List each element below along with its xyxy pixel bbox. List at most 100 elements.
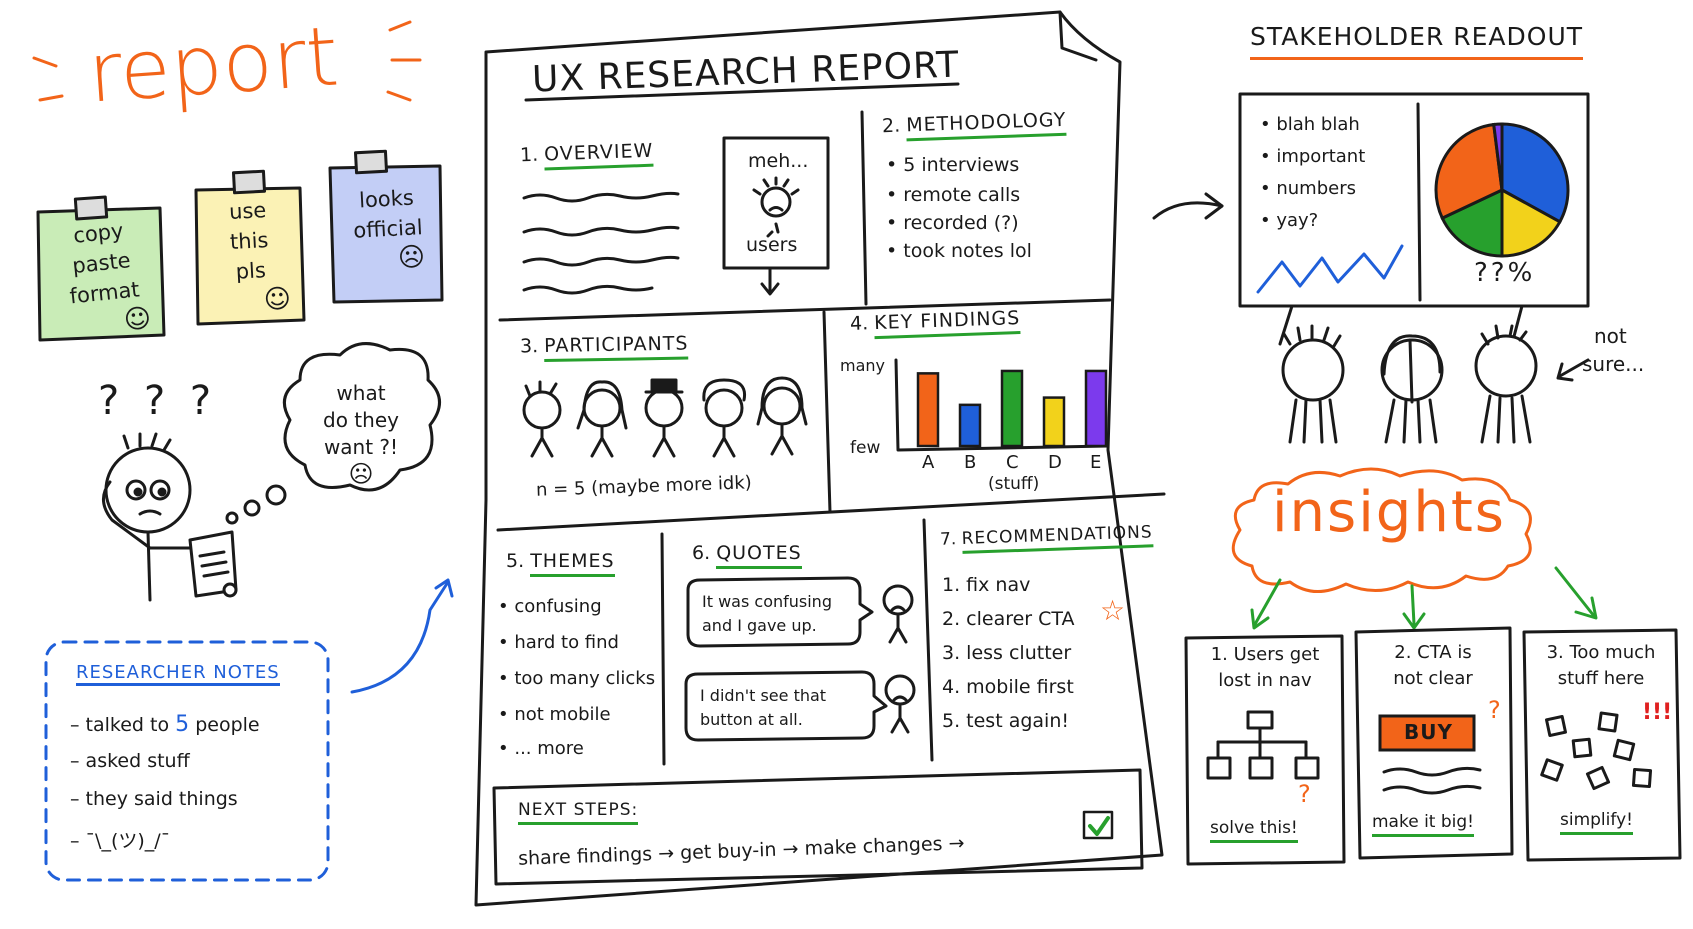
bar-label-D: D — [1048, 452, 1062, 473]
researcher-note-4: – ¯\_(ツ)_/¯ — [70, 830, 171, 852]
bar-label-E: E — [1090, 452, 1102, 473]
overview-card-top: meh... — [748, 150, 809, 172]
pie-slice-1 — [1500, 122, 1570, 224]
pie-slice-5 — [1492, 122, 1504, 191]
sticky-note-1: copy paste format ☺ — [42, 213, 164, 344]
recommendation-item-1: 1. fix nav — [942, 574, 1031, 596]
theme-text-4: not mobile — [514, 704, 611, 725]
thought-bubble-shape — [225, 342, 441, 525]
smile-icon: ☺ — [122, 303, 153, 336]
key-findings-title: KEY FINDINGS — [873, 307, 1021, 340]
participants-number: 3. — [519, 335, 539, 358]
thought-line-2: do they — [323, 408, 399, 432]
researcher-note-2: – asked stuff — [70, 750, 190, 772]
checkbox-shape — [1082, 810, 1114, 840]
note-4-text: ¯\_(ツ)_/¯ — [85, 830, 171, 852]
key-findings-heading: 4. KEY FINDINGS — [849, 307, 1021, 340]
quotes-title: QUOTES — [716, 542, 802, 569]
overview-title: OVERVIEW — [543, 139, 654, 171]
methodology-text-2: remote calls — [903, 184, 1021, 206]
methodology-item-4: • took notes lol — [886, 240, 1032, 262]
insights-cloud-shape — [1231, 467, 1532, 593]
audience-figures — [1281, 324, 1538, 444]
quotes-heading: 6. QUOTES — [692, 542, 802, 569]
insight-card-1-shape — [1184, 634, 1346, 866]
overview-heading: 1. OVERVIEW — [519, 139, 654, 171]
theme-item-3: • too many clicks — [498, 668, 656, 689]
key-findings-number: 4. — [849, 312, 869, 335]
stakeholder-bullet-text-1: blah blah — [1276, 114, 1360, 135]
insight-3-line-1: 3. Too much — [1546, 642, 1656, 663]
stakeholder-bullet-2: • important — [1260, 146, 1366, 167]
chart-y-top-label: many — [840, 356, 885, 375]
pie-caption: ??% — [1474, 258, 1536, 288]
buy-button[interactable]: BUY — [1404, 720, 1453, 744]
sticky-note-2: use this pls ☺ — [199, 194, 301, 319]
recommendations-number: 7. — [939, 529, 957, 550]
nav-tree-diagram — [1206, 710, 1320, 780]
bar-label-B: B — [964, 452, 977, 473]
quote-1: It was confusing and I gave up. — [702, 590, 832, 638]
quote-bubble-1-shape — [686, 576, 874, 648]
stakeholder-bullet-text-2: important — [1276, 146, 1366, 167]
next-step-2: get buy-in — [679, 838, 777, 865]
note-1-prefix: talked to — [85, 714, 170, 736]
chart-x-caption: (stuff) — [988, 474, 1040, 494]
note-3-text: they said things — [85, 788, 238, 810]
confused-person-figure — [102, 432, 238, 602]
sticky-note-3: looks official ☹ — [336, 181, 441, 276]
recommendation-item-4: 4. mobile first — [942, 676, 1074, 698]
methodology-text-4: took notes lol — [903, 240, 1032, 262]
recommendation-item-5: 5. test again! — [942, 710, 1069, 732]
report-title-word: report — [84, 9, 342, 122]
bar-C — [1000, 369, 1024, 448]
methodology-number: 2. — [881, 114, 901, 138]
arrow-right-icon: → — [657, 842, 675, 865]
stakeholder-heading: STAKEHOLDER READOUT — [1250, 22, 1584, 60]
insight-3-line-2: stuff here — [1557, 668, 1645, 689]
quote-2-line-1: I didn't see that — [700, 686, 827, 705]
methodology-text-3: recorded (?) — [903, 212, 1019, 234]
insights-cloud-label: insights — [1272, 480, 1506, 545]
next-steps-box — [492, 768, 1144, 886]
insight-card-3-title: 3. Too much stuff here — [1526, 640, 1676, 692]
overview-scribbles — [522, 191, 680, 295]
star-icon: ☆ — [1100, 594, 1126, 627]
bar-D — [1042, 396, 1066, 448]
recommendation-item-3: 3. less clutter — [942, 642, 1072, 664]
note-1-highlight: 5 — [175, 712, 190, 737]
insight-2-line-1: 2. CTA is — [1394, 642, 1472, 663]
exclamation-icon: !!! — [1642, 700, 1673, 725]
quote-1-line-2: and I gave up. — [702, 616, 817, 635]
note-1-suffix: people — [195, 714, 260, 736]
themes-heading: 5. THEMES — [506, 550, 615, 577]
quote-bubble-2-shape — [684, 670, 888, 742]
stakeholder-bullet-text-4: yay? — [1276, 210, 1319, 231]
insight-2-line-2: not clear — [1393, 668, 1473, 689]
title-rays — [32, 20, 422, 102]
frown-icon: ☹ — [397, 242, 426, 274]
insight-card-1-title: 1. Users get lost in nav — [1190, 642, 1340, 694]
overview-number: 1. — [519, 143, 539, 167]
thought-line-3: want ?! — [323, 435, 399, 459]
participants-title: PARTICIPANTS — [544, 332, 689, 363]
quote-1-line-1: It was confusing — [702, 592, 832, 611]
chart-y-bottom-label: few — [850, 438, 881, 458]
chart-axes — [894, 358, 1110, 452]
next-steps-heading: NEXT STEPS: — [518, 800, 639, 825]
recommendation-item-2: 2. clearer CTA — [942, 608, 1075, 630]
theme-item-2: • hard to find — [498, 632, 619, 653]
frown-icon: ☹ — [348, 460, 374, 488]
overview-card-bottom: users — [746, 234, 798, 256]
thought-bubble-text: what do they want ?! ☹ — [296, 380, 426, 488]
quote-2-line-2: button at all. — [700, 710, 803, 729]
findings-bars — [916, 369, 1108, 448]
insight-1-line-1: 1. Users get — [1210, 644, 1320, 665]
participants-heading: 3. PARTICIPANTS — [519, 332, 689, 363]
question-mark-icon: ? — [1298, 780, 1311, 808]
arrow-right-icon: → — [948, 832, 965, 855]
theme-item-4: • not mobile — [498, 704, 611, 725]
themes-number: 5. — [506, 550, 525, 572]
next-step-1: share findings — [517, 843, 653, 870]
researcher-note-3: – they said things — [70, 788, 238, 810]
